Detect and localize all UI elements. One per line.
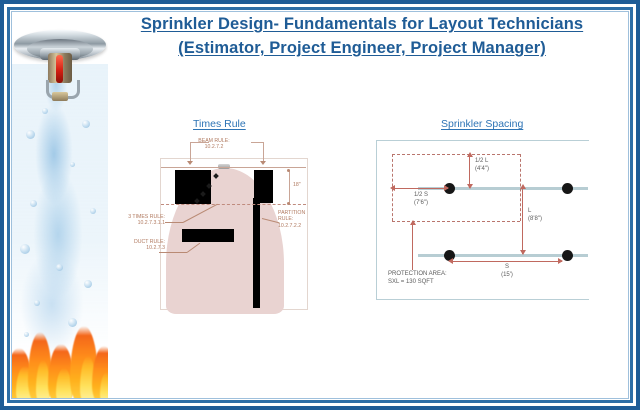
times-rule-diagram: BEAM RULE: 10.2.7.2 18" 3 TIMES RULE: 10… bbox=[103, 136, 318, 314]
water-droplet bbox=[68, 318, 77, 327]
sprinkler-head-symbol bbox=[562, 183, 573, 194]
ceiling-sprinkler-icon bbox=[218, 164, 230, 169]
branch-line-bottom bbox=[418, 254, 588, 257]
dimension-18-tick bbox=[287, 202, 290, 205]
beam-rule-ref: 10.2.7.2 bbox=[204, 144, 224, 151]
beam-rule-leader bbox=[263, 142, 264, 162]
water-droplet bbox=[42, 108, 48, 114]
three-times-rule-title: 3 TIMES RULE: bbox=[128, 214, 165, 220]
s-value: (15') bbox=[501, 271, 513, 278]
protection-area-title: PROTECTION AREA: bbox=[388, 271, 447, 277]
duct-rule-label: DUCT RULE: 10.2.7.3 bbox=[106, 239, 165, 252]
duct-rule-ref: 10.2.7.3 bbox=[146, 245, 165, 252]
half-s-value: (7'6") bbox=[414, 199, 428, 206]
beam-block-left bbox=[175, 170, 211, 204]
half-l-arrow-up bbox=[467, 152, 473, 157]
water-droplet bbox=[30, 200, 37, 207]
half-l-title: 1/2 L bbox=[475, 158, 489, 164]
protection-area-value: SXL = 130 SQFT bbox=[388, 278, 434, 285]
half-l-value: (4'4") bbox=[475, 165, 489, 172]
s-arrow-left bbox=[448, 258, 453, 264]
water-droplet bbox=[34, 300, 40, 306]
protection-area-outline bbox=[392, 221, 520, 222]
section-caption-times-rule: Times Rule bbox=[193, 118, 246, 130]
beam-rule-leader bbox=[190, 142, 191, 162]
sprinkler-head-icon bbox=[12, 20, 108, 112]
water-droplet bbox=[84, 280, 92, 288]
water-droplet bbox=[82, 120, 90, 128]
fire-icon bbox=[12, 302, 108, 398]
l-dimension-line bbox=[522, 188, 523, 254]
l-label: L (8'8") bbox=[528, 208, 542, 223]
half-l-label: 1/2 L (4'4") bbox=[475, 158, 489, 173]
partition-block bbox=[253, 198, 260, 308]
beam-rule-label: BEAM RULE: 10.2.7.2 bbox=[179, 138, 249, 151]
duct-rule-title: DUCT RULE: bbox=[133, 239, 165, 245]
water-droplet bbox=[56, 264, 63, 271]
l-arrow-up bbox=[520, 184, 526, 189]
beam-rule-bracket bbox=[251, 142, 263, 143]
s-title: S bbox=[504, 264, 509, 270]
three-times-rule-ref: 10.2.7.3.1.1 bbox=[137, 220, 165, 227]
sprinkler-spacing-diagram: 1/2 S (7'6") 1/2 L (4'4") L (8'8") S (15… bbox=[376, 140, 589, 300]
partition-rule-ref: 10.2.7.2.2 bbox=[278, 222, 302, 229]
page-title: Sprinkler Design- Fundamentals for Layou… bbox=[96, 12, 628, 60]
half-s-arrow-left bbox=[390, 185, 395, 191]
beam-block-right bbox=[254, 170, 273, 203]
title-line-2: (Estimator, Project Engineer, Project Ma… bbox=[178, 39, 546, 57]
half-s-dimension-line bbox=[394, 188, 448, 189]
half-s-title: 1/2 S bbox=[413, 192, 428, 198]
protection-area-label: PROTECTION AREA: SXL = 130 SQFT bbox=[388, 271, 447, 286]
deflector-plane-dashed-line bbox=[161, 204, 306, 205]
duct-block bbox=[182, 229, 234, 242]
dimension-18-line bbox=[289, 170, 290, 204]
dimension-18-tick bbox=[287, 169, 290, 172]
s-dimension-line bbox=[452, 261, 562, 262]
protection-area-outline bbox=[392, 154, 520, 155]
half-l-dimension-line bbox=[469, 156, 470, 188]
sprinkler-head-symbol bbox=[444, 183, 455, 194]
half-s-arrow-right bbox=[444, 185, 449, 191]
beam-rule-arrow bbox=[260, 161, 266, 165]
water-droplet bbox=[26, 130, 35, 139]
branch-line-top bbox=[418, 187, 588, 190]
partition-rule-label: PARTITION RULE: 10.2.7.2.2 bbox=[278, 210, 318, 229]
partition-rule-title2: RULE: bbox=[278, 216, 294, 223]
beam-rule-title: BEAM RULE: bbox=[198, 138, 230, 144]
sprinkler-head-symbol bbox=[562, 250, 573, 261]
three-times-rule-leader bbox=[165, 222, 183, 223]
partition-rule-title: PARTITION bbox=[278, 210, 306, 216]
section-caption-sprinkler-spacing: Sprinkler Spacing bbox=[441, 118, 524, 130]
dimension-18-label: 18" bbox=[293, 182, 301, 188]
photo-strip bbox=[12, 12, 108, 398]
water-droplet bbox=[24, 332, 29, 337]
l-arrow-down bbox=[520, 250, 526, 255]
ceiling-line bbox=[161, 167, 306, 168]
sprinkler-head-symbol bbox=[444, 250, 455, 261]
duct-rule-leader bbox=[159, 252, 187, 253]
l-value: (8'8") bbox=[528, 215, 542, 222]
three-times-rule-label: 3 TIMES RULE: 10.2.7.3.1.1 bbox=[103, 214, 165, 227]
water-droplet bbox=[20, 244, 30, 254]
s-label: S (15') bbox=[480, 264, 534, 279]
protection-area-leader bbox=[412, 224, 413, 270]
s-arrow-right bbox=[558, 258, 563, 264]
l-title: L bbox=[528, 208, 532, 214]
protection-area-arrow bbox=[410, 220, 416, 225]
half-l-arrow-down bbox=[467, 184, 473, 189]
water-droplet bbox=[70, 162, 75, 167]
water-droplet bbox=[90, 208, 96, 214]
title-line-1: Sprinkler Design- Fundamentals for Layou… bbox=[140, 15, 584, 33]
half-s-label: 1/2 S (7'6") bbox=[396, 192, 446, 207]
beam-rule-bracket bbox=[190, 142, 209, 143]
beam-rule-arrow bbox=[187, 161, 193, 165]
